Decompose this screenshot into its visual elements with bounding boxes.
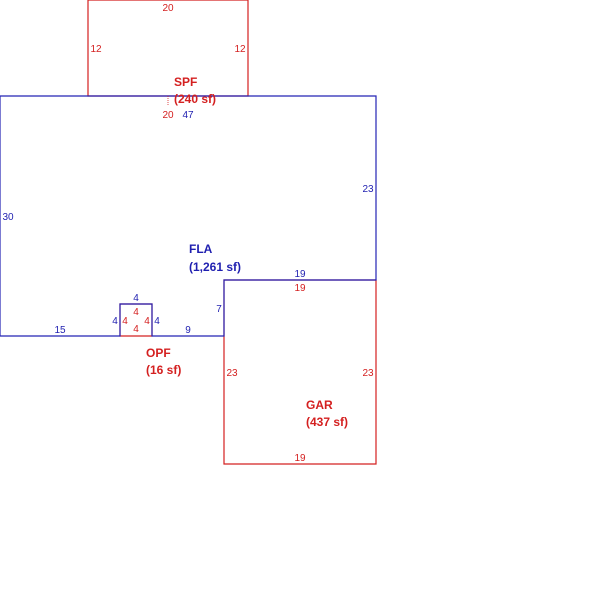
fla-bottom-mid-dim: 9 bbox=[185, 325, 191, 336]
fla-top-dim: 47 bbox=[182, 110, 194, 121]
fla-outline bbox=[0, 95, 377, 337]
gar-outline bbox=[223, 279, 377, 465]
spf-top-dim: 20 bbox=[162, 3, 174, 14]
fla-area: (1,261 sf) bbox=[189, 260, 241, 274]
opf-left-dim: 4 bbox=[122, 316, 128, 327]
fla-opf-top-dim: 4 bbox=[133, 293, 139, 304]
fla-step-dim: 19 bbox=[294, 269, 306, 280]
opf-bottom-dim: 4 bbox=[133, 324, 139, 335]
spf-outline bbox=[87, 0, 249, 97]
fla-opf-left-dim: 4 bbox=[112, 316, 118, 327]
fla-name: FLA bbox=[189, 242, 213, 256]
gar-area: (437 sf) bbox=[306, 415, 348, 429]
spf-area: (240 sf) bbox=[174, 92, 216, 106]
fla-notch-dim: 7 bbox=[216, 304, 222, 315]
opf-name: OPF bbox=[146, 346, 171, 360]
spf-right-dim: 12 bbox=[234, 44, 246, 55]
gar-left-dim: 23 bbox=[226, 368, 238, 379]
fla-bottom-left-dim: 15 bbox=[54, 325, 66, 336]
gar-right-dim: 23 bbox=[362, 368, 374, 379]
opf-area: (16 sf) bbox=[146, 363, 181, 377]
spf-bottom-dim: 20 bbox=[162, 110, 174, 121]
spf-left-dim: 12 bbox=[90, 44, 102, 55]
fla-left-dim: 30 bbox=[2, 212, 14, 223]
gar-name: GAR bbox=[306, 398, 333, 412]
gar-top-dim: 19 bbox=[294, 283, 306, 294]
spf-name: SPF bbox=[174, 75, 197, 89]
gar-bottom-dim: 19 bbox=[294, 453, 306, 464]
opf-right-dim: 4 bbox=[144, 316, 150, 327]
opf-top-dim: 4 bbox=[133, 307, 139, 318]
fla-right-dim: 23 bbox=[362, 184, 374, 195]
fla-opf-right-dim: 4 bbox=[154, 316, 160, 327]
